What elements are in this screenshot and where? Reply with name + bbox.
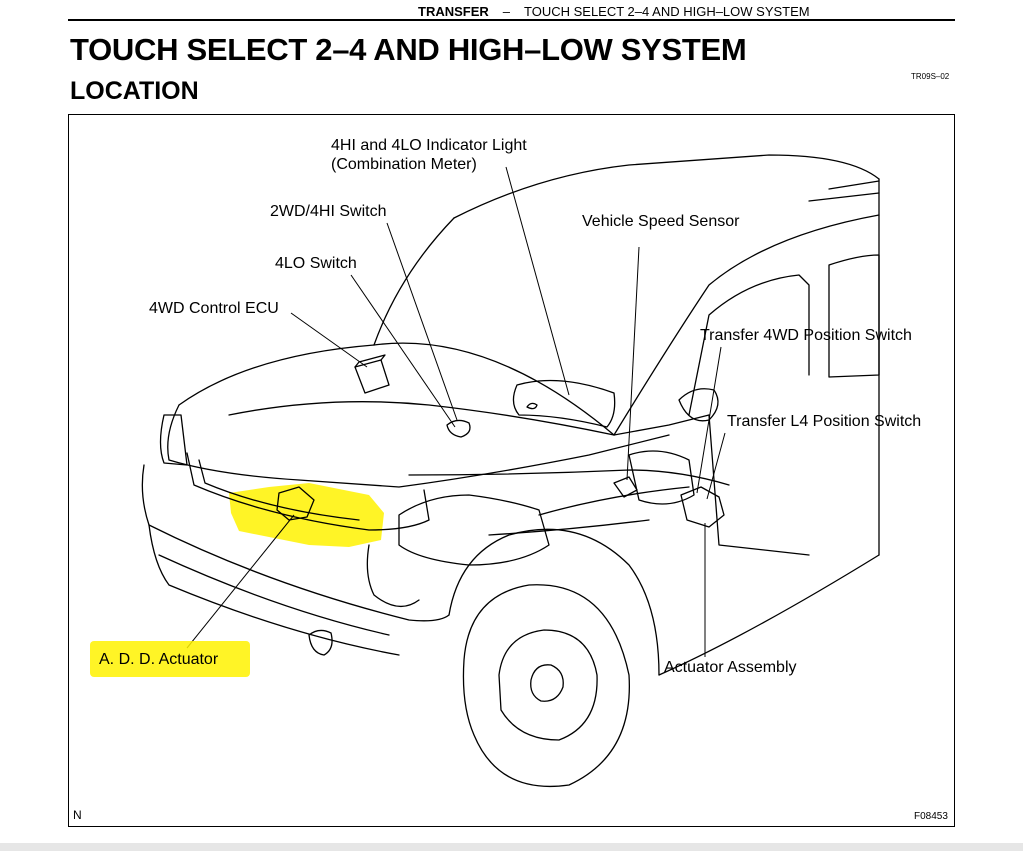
label-indicator-light-line1: 4HI and 4LO Indicator Light	[331, 137, 527, 154]
ecu-box-top	[354, 354, 386, 368]
add-actuator-label-highlight	[90, 641, 250, 677]
leader-add-actuator	[186, 514, 295, 649]
roof-outline	[453, 154, 880, 219]
label-4lo-switch: 4LO Switch	[275, 255, 357, 272]
figure-code: F08453	[914, 811, 948, 822]
label-add-actuator: A. D. D. Actuator	[99, 651, 219, 668]
windshield-bottom	[373, 342, 615, 436]
fender-arch	[448, 528, 660, 676]
wheel-hub	[530, 664, 564, 702]
doc-code: TR09S–02	[911, 72, 950, 81]
hood-crease	[228, 401, 615, 436]
door-line	[708, 414, 810, 556]
door-window	[688, 274, 810, 416]
leader-ecu	[290, 312, 368, 368]
combination-meter	[512, 379, 616, 428]
header-separator: –	[502, 4, 511, 19]
label-indicator-light: 4HI and 4LO Indicator Light (Combination…	[331, 136, 527, 174]
windshield-right	[613, 214, 880, 436]
leader-speed-sensor	[626, 246, 640, 481]
location-figure: 4HI and 4LO Indicator Light (Combination…	[68, 114, 955, 827]
section-title: LOCATION	[70, 77, 199, 105]
leader-indicator-light	[505, 166, 570, 396]
bumper-bottom	[148, 524, 400, 656]
leader-transfer-l4	[706, 432, 726, 500]
label-vehicle-speed-sensor: Vehicle Speed Sensor	[582, 213, 740, 230]
hood-front	[167, 404, 670, 488]
header-subsection: TOUCH SELECT 2–4 AND HIGH–LOW SYSTEM	[524, 4, 810, 19]
label-transfer-4wd-switch: Transfer 4WD Position Switch	[700, 327, 912, 344]
fog-light	[308, 629, 333, 656]
label-2wd-4hi-switch: 2WD/4HI Switch	[270, 203, 387, 220]
hood-edge	[178, 344, 375, 406]
wheel-outer	[462, 584, 630, 788]
label-transfer-l4-switch: Transfer L4 Position Switch	[727, 413, 922, 430]
leader-4lo	[350, 274, 456, 428]
ecu-box	[354, 359, 390, 394]
bumper-line	[158, 554, 390, 636]
roof-rack	[808, 180, 880, 202]
mirror	[678, 388, 719, 422]
leader-2wd-4hi	[386, 222, 458, 421]
rocker-panel	[658, 554, 880, 676]
engine-block	[398, 494, 550, 566]
header-section: TRANSFER	[418, 4, 489, 19]
vehicle-illustration	[141, 154, 880, 788]
speed-sensor-part	[613, 476, 638, 498]
leader-transfer-4wd	[696, 346, 722, 494]
label-4wd-control-ecu: 4WD Control ECU	[149, 300, 279, 317]
add-actuator-part	[276, 486, 315, 521]
switch-panel	[446, 419, 471, 438]
actuator-assembly	[680, 486, 725, 528]
grille-inner	[198, 459, 360, 521]
front-tire-left	[366, 544, 420, 607]
running-header: TRANSFER–TOUCH SELECT 2–4 AND HIGH–LOW S…	[418, 4, 810, 19]
a-pillar	[613, 414, 710, 436]
exhaust	[488, 519, 650, 536]
page-bottom-edge	[0, 843, 1023, 851]
rear-window	[828, 254, 880, 378]
actuator-highlight	[229, 483, 384, 547]
label-indicator-light-line2: (Combination Meter)	[331, 156, 477, 173]
label-actuator-assembly: Actuator Assembly	[664, 659, 797, 676]
grille-outline	[186, 452, 430, 531]
driveshaft	[538, 486, 690, 516]
page-title: TOUCH SELECT 2–4 AND HIGH–LOW SYSTEM	[70, 32, 747, 67]
bumper-top	[141, 464, 450, 622]
meter-gauge	[526, 402, 538, 410]
corner-mark: N	[73, 808, 82, 822]
wheel-inner	[498, 629, 598, 741]
header-rule	[68, 19, 955, 21]
headlight	[159, 414, 188, 466]
transfer-case	[628, 450, 695, 505]
frame-rail	[408, 469, 730, 486]
